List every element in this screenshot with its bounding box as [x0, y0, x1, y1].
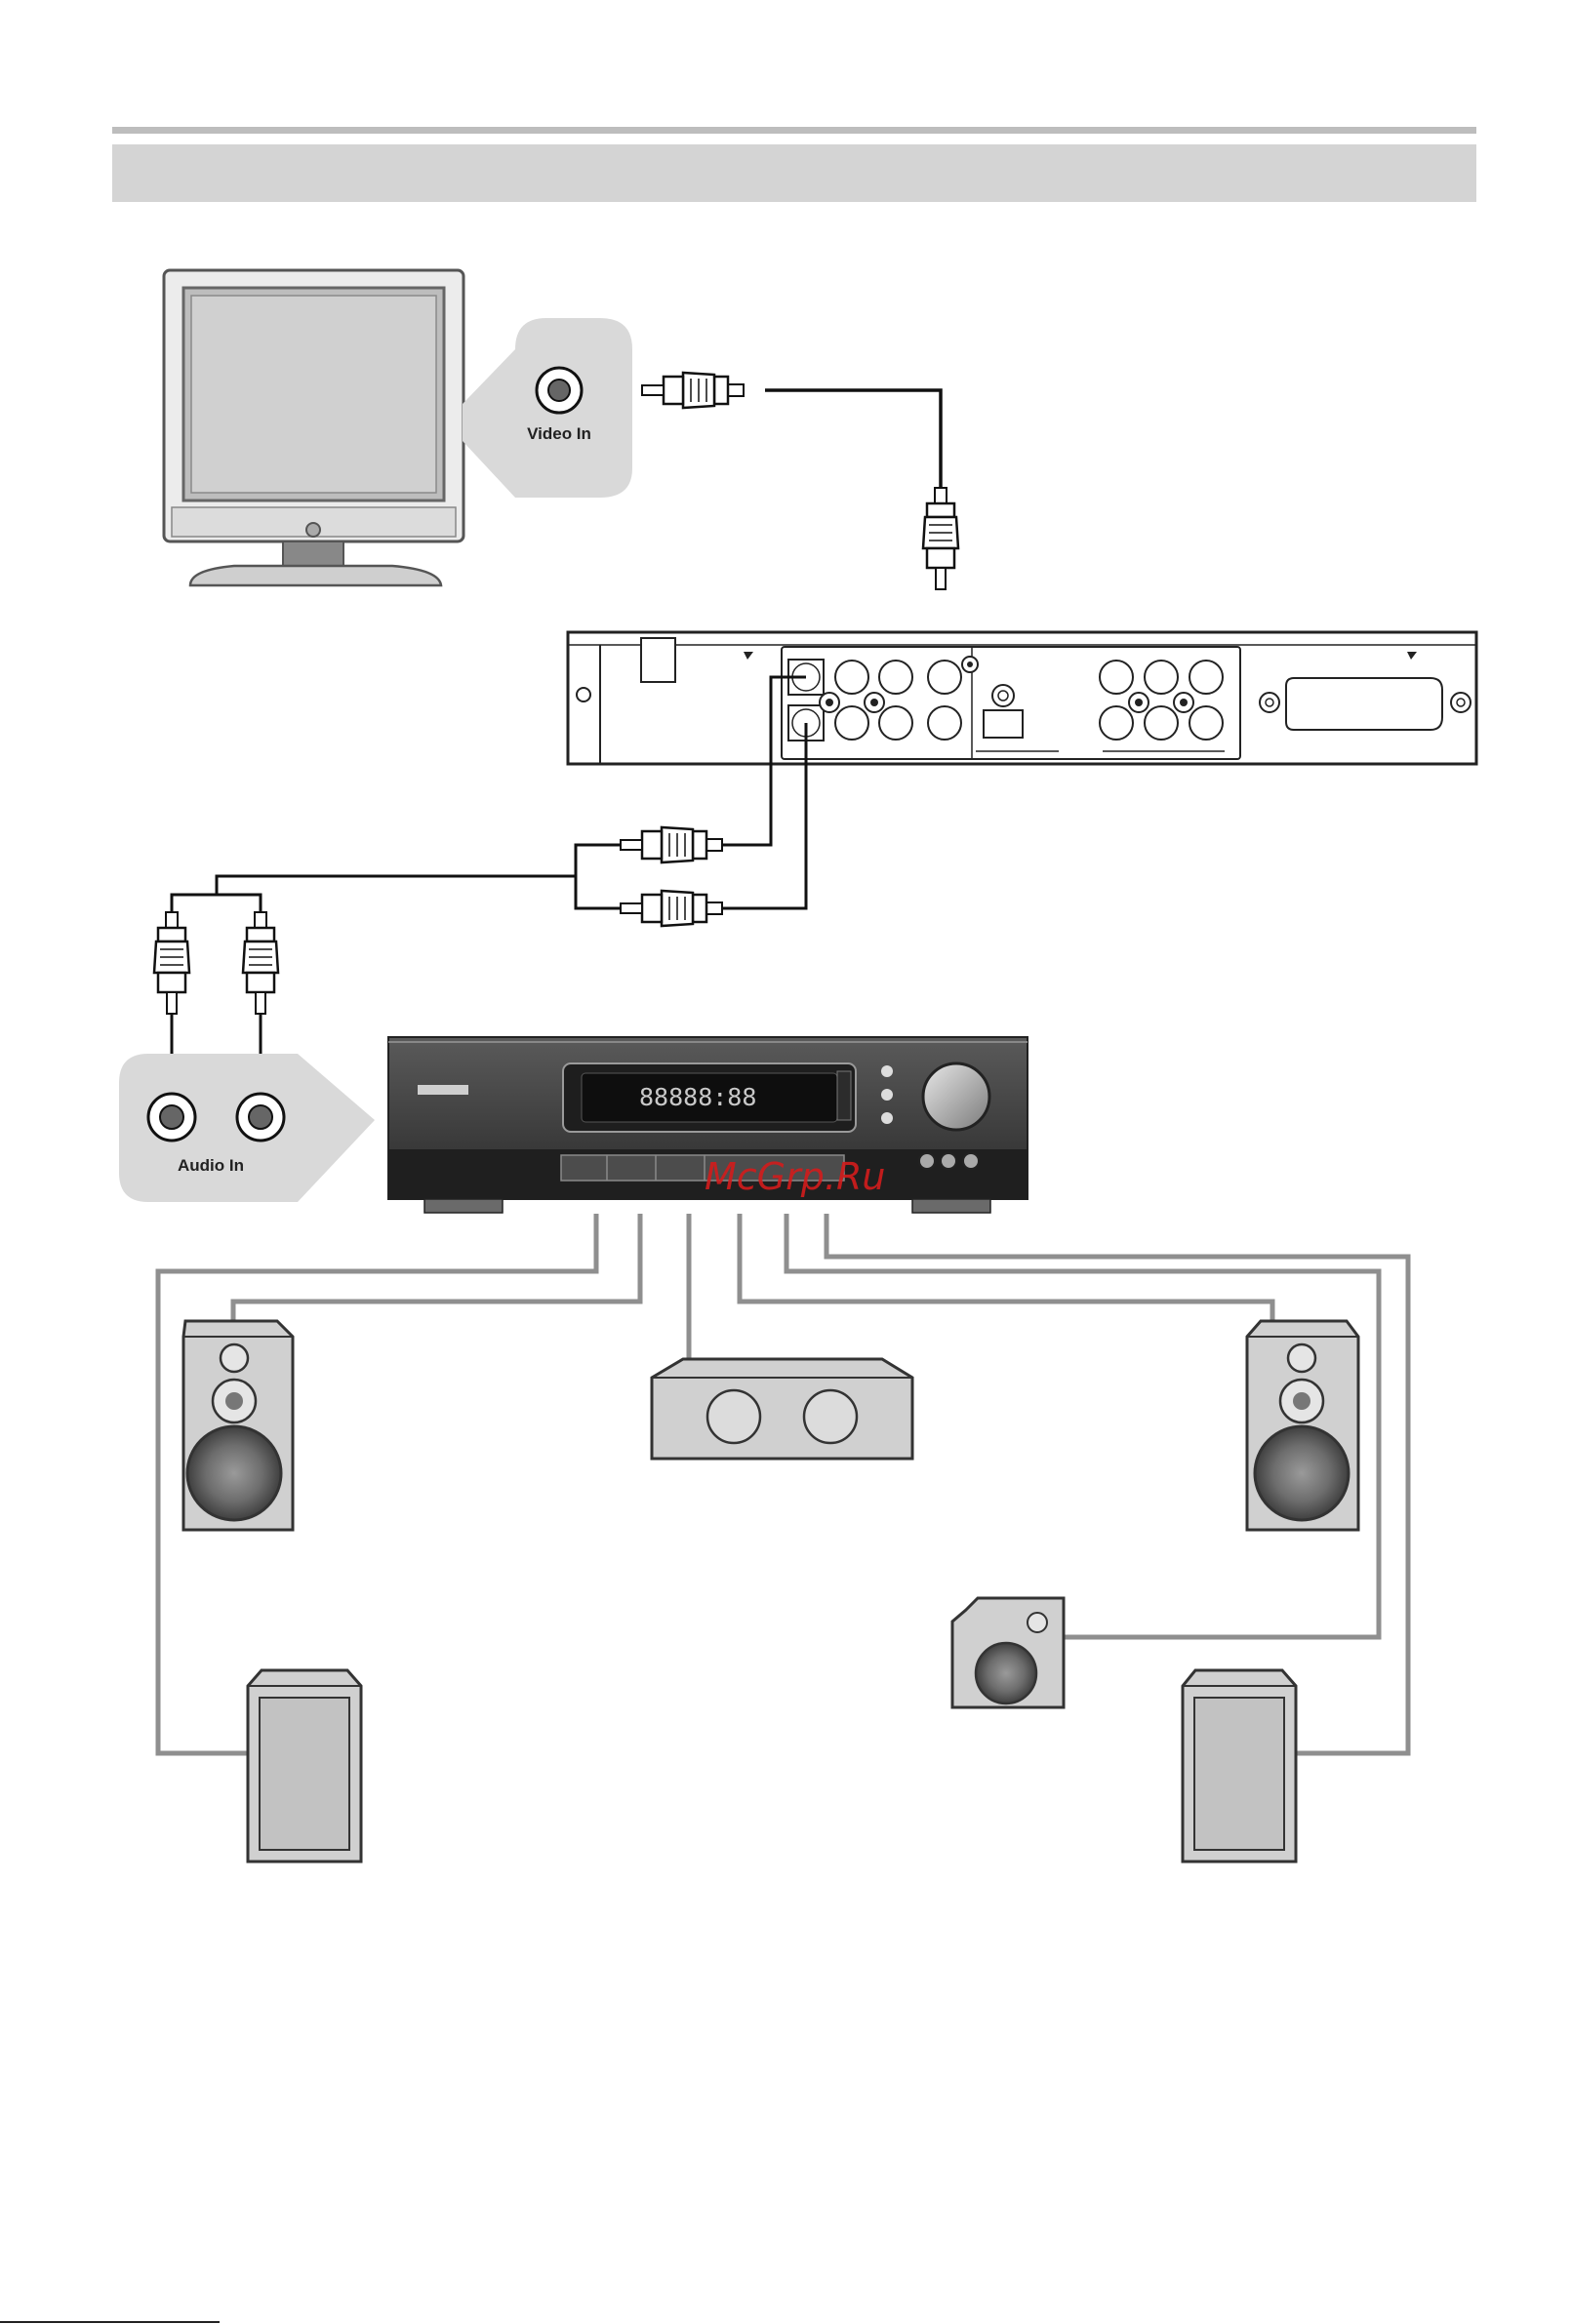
- speaker-icon: [1183, 1670, 1296, 1862]
- watermark: McGrp.Ru: [705, 1155, 885, 1198]
- receiver-display: 88888:88: [639, 1083, 756, 1111]
- video-cable: [642, 373, 958, 589]
- top-rule: [112, 127, 1476, 134]
- audio-in-label: Audio In: [178, 1156, 244, 1175]
- av-receiver-icon: 88888:88 McGrp.Ru: [388, 1037, 1028, 1213]
- dvd-player-rear-panel-icon: [568, 632, 1476, 764]
- speaker-icon: [1247, 1321, 1358, 1530]
- header-bar: [112, 144, 1476, 202]
- tv-icon: [164, 270, 464, 585]
- speaker-icon: [248, 1670, 361, 1862]
- video-in-label: Video In: [527, 424, 591, 443]
- audio-in-callout: Audio In: [119, 1054, 375, 1202]
- subwoofer-icon: [952, 1598, 1064, 1707]
- speaker-icon: [183, 1321, 293, 1530]
- video-in-callout: Video In: [463, 318, 632, 498]
- center-speaker-icon: [652, 1359, 912, 1459]
